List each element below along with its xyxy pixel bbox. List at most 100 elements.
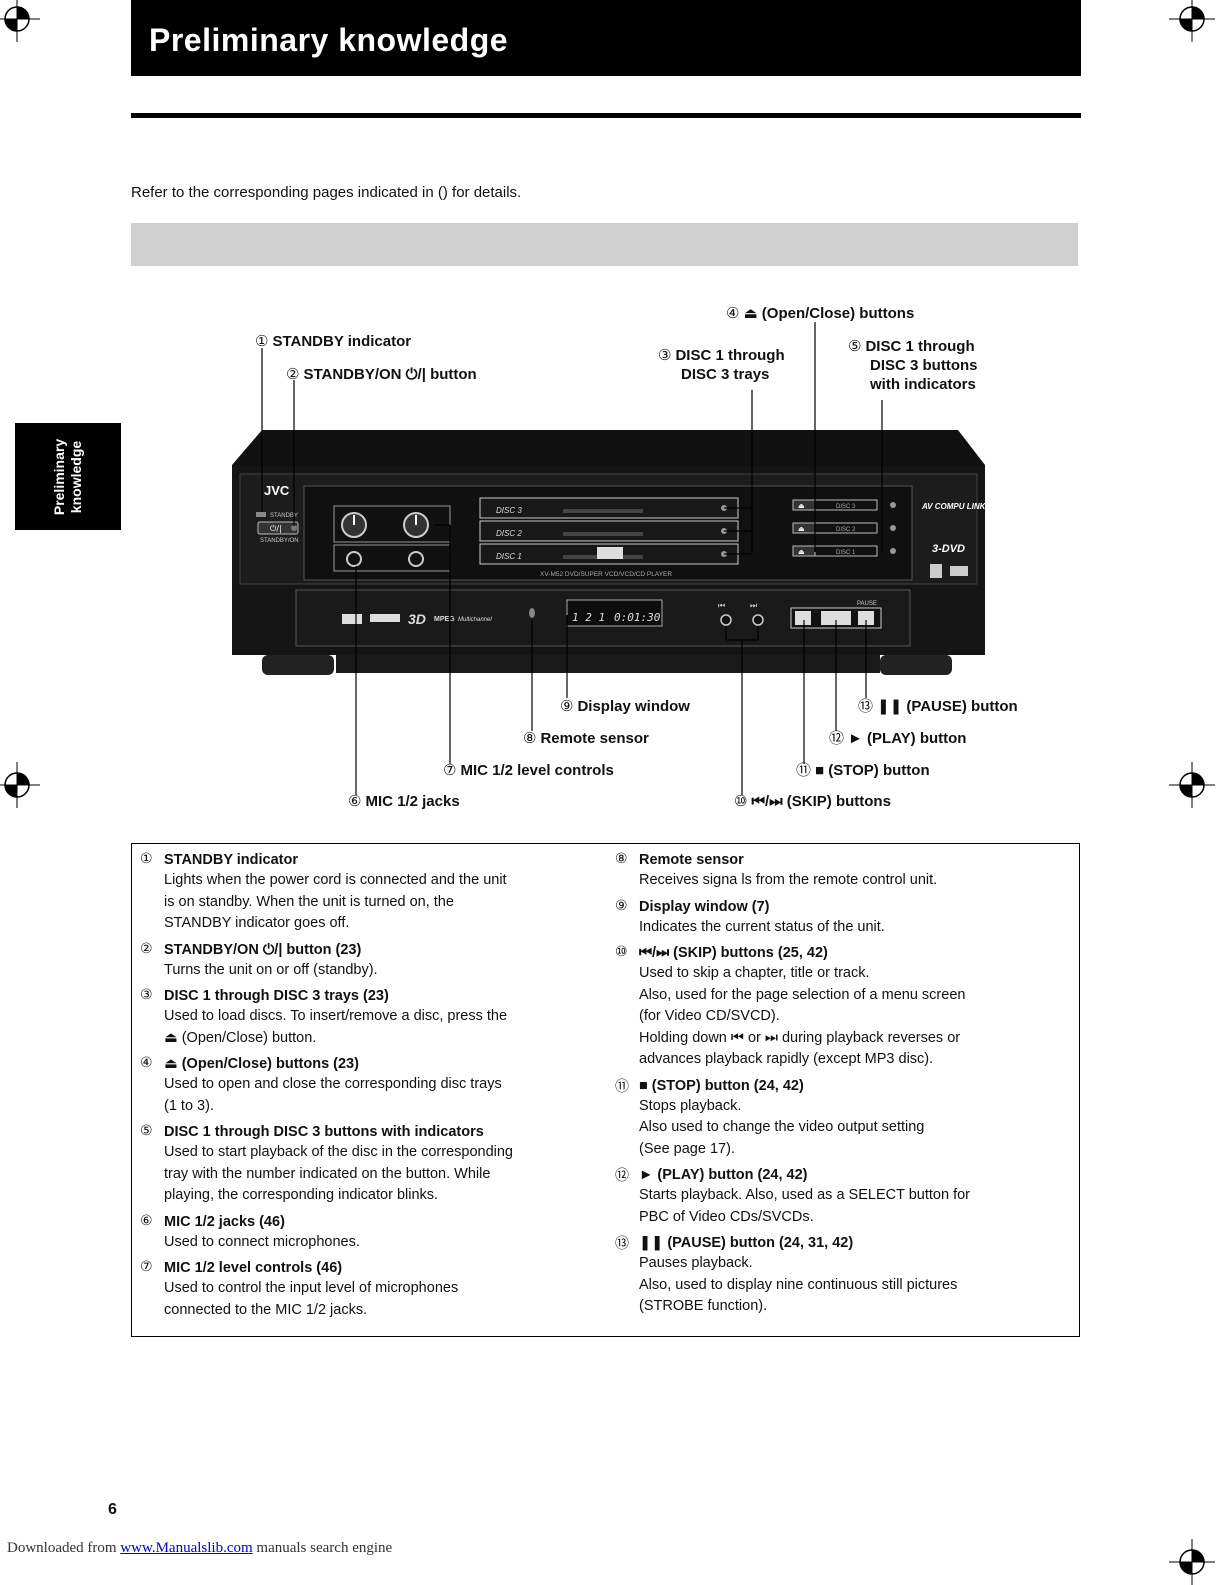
display-readout: 0:01:30 [614,611,661,624]
description-line: (1 to 3). [164,1097,214,1114]
description-line: (See page 17). [639,1140,735,1157]
description-number: ⑦ [140,1258,153,1274]
callout-disc-buttons-line3: with indicators [870,376,976,393]
page-number: 6 [108,1501,117,1518]
page-title-bar: Preliminary knowledge [131,0,1081,76]
svg-text:STANDBY: STANDBY [270,513,298,519]
description-line: Also used to change the video output set… [639,1119,925,1135]
description-item: ⑫► (PLAY) button (24, 42)Starts playback… [615,1165,1070,1228]
svg-text:⏏: ⏏ [798,525,805,533]
description-line: Receives signa ls from the remote contro… [639,872,938,888]
section-band [131,223,1078,266]
svg-text:Multichannel: Multichannel [458,617,492,623]
description-item: ⑬❚❚ (PAUSE) button (24, 31, 42)Pauses pl… [615,1233,1070,1318]
callout-skip-buttons: ⑩⏮/⏭ (SKIP) buttons [734,793,891,810]
callout-play-button: ⑫► (PLAY) button [829,730,967,747]
description-number: ⑥ [140,1211,153,1228]
description-heading: DISC 1 through DISC 3 trays (23) [164,988,389,1004]
svg-text:DISC 2: DISC 2 [496,529,522,538]
description-item: ⑩ ⏮/⏭ (SKIP) buttons (25, 42) Used to skip… [615,943,1070,1071]
description-item: ⑤ DISC 1 through DISC 3 buttons with indi… [140,1122,605,1207]
svg-text:⏻/|: ⏻/| [270,524,282,533]
model-label: XV-M52 DVD/SUPER VCD/VCD/CD PLAYER [540,571,672,578]
svg-text:⏮: ⏮ [718,601,725,610]
description-line: advances playback rapidly (except MP3 di… [639,1051,934,1067]
page-title: Preliminary knowledge [149,22,509,58]
description-number: ③ [140,986,153,1002]
description-heading: Remote sensor [639,852,744,868]
svg-text:3D: 3D [408,611,426,627]
description-heading: MIC 1/2 jacks (46) [164,1213,285,1230]
description-heading: ❚❚ (PAUSE) button (24, 31, 42) [639,1235,854,1251]
description-number: ① [140,850,153,866]
description-line: STANDBY indicator goes off. [164,915,350,931]
description-heading: MIC 1/2 level controls (46) [164,1260,343,1276]
description-item: ⑨ Display window (7) Indicates the current… [615,897,1070,939]
description-line: Stops playback. [639,1097,742,1114]
description-item: ⑥ MIC 1/2 jacks (46) Used to connect micro… [140,1212,605,1254]
description-line: Lights when the power cord is connected … [164,872,507,888]
description-line: connected to the MIC 1/2 jacks. [164,1301,368,1318]
svg-text:STANDBY/ON: STANDBY/ON [260,538,299,544]
crop-mark-top-right [1169,0,1215,42]
crop-mark-bottom-right [1169,1539,1215,1585]
svg-text:⏭: ⏭ [750,601,757,610]
crop-mark-mid-left [0,762,40,808]
brand-logo: JVC [264,483,290,498]
description-heading: ⏮/⏭ (SKIP) buttons (25, 42) [639,945,828,961]
footer-link[interactable]: www.Manualslib.com [120,1540,253,1556]
description-line: Indicates the current status of the unit… [639,918,885,935]
description-line: Used to connect microphones. [164,1233,360,1250]
svg-text:3-DVD: 3-DVD [932,543,965,555]
description-number: ⑧ [615,850,628,866]
description-item: ④⏏ (Open/Close) buttons (23)Used to open… [140,1054,605,1117]
footer-suffix: manuals search engine [252,1540,393,1556]
description-number: ⑪ [615,1077,629,1094]
description-line: PBC of Video CDs/SVCDs. [639,1208,814,1225]
description-line: Turns the unit on or off (standby). [164,961,378,978]
side-tab: Preliminary knowledge [15,423,121,530]
description-line: Also, used for the page selection of a m… [639,986,966,1003]
callout-open-close-buttons: ④⏏ (Open/Close) buttons [726,305,915,322]
description-number: ⑫ [615,1167,629,1183]
description-line: playing, the corresponding indicator bli… [164,1187,439,1203]
description-line: Used to skip a chapter, title or track. [639,965,870,981]
description-heading: STANDBY/ON ⏻/| button (23) [164,941,362,958]
description-line: tray with the number indicated on the bu… [164,1165,491,1182]
callout-disc-buttons-line2: DISC 3 buttons [870,357,978,374]
description-line: Used to load discs. To insert/remove a d… [164,1008,508,1024]
description-number: ⑨ [615,896,628,913]
description-line: Starts playback. Also, used as a SELECT … [639,1187,970,1203]
svg-text:DISC 1: DISC 1 [496,552,522,561]
description-heading: ■ (STOP) button (24, 42) [639,1077,804,1094]
callout-disc-trays-line2: DISC 3 trays [681,366,770,383]
description-item: ③ DISC 1 through DISC 3 trays (23) Used to… [140,986,605,1049]
intro-text: Refer to the corresponding pages indicat… [131,184,522,201]
description-heading: DISC 1 through DISC 3 buttons with indic… [164,1124,484,1140]
svg-text:DISC 3: DISC 3 [836,504,856,510]
svg-text:DISC 3: DISC 3 [496,506,522,515]
description-heading: Display window (7) [639,898,770,915]
description-line: ⏏ (Open/Close) button. [164,1029,317,1046]
description-heading: STANDBY indicator [164,852,299,868]
description-item: ⑪ ■ (STOP) button (24, 42) Stops playback.… [615,1076,1070,1161]
description-number: ⑩ [615,943,628,959]
description-number: ⑤ [140,1122,153,1138]
title-rule [131,113,1081,118]
description-number: ④ [140,1054,153,1070]
svg-text:MPEG: MPEG [434,616,455,623]
description-line: Also, used to display nine continuous st… [639,1276,958,1293]
description-line: Used to start playback of the disc in th… [164,1144,513,1160]
dvd-player-illustration: JVC STANDBY ⏻/| STANDBY/ON DISC 3 DISC 2… [232,322,987,795]
description-line: is on standby. When the unit is turned o… [164,893,454,910]
